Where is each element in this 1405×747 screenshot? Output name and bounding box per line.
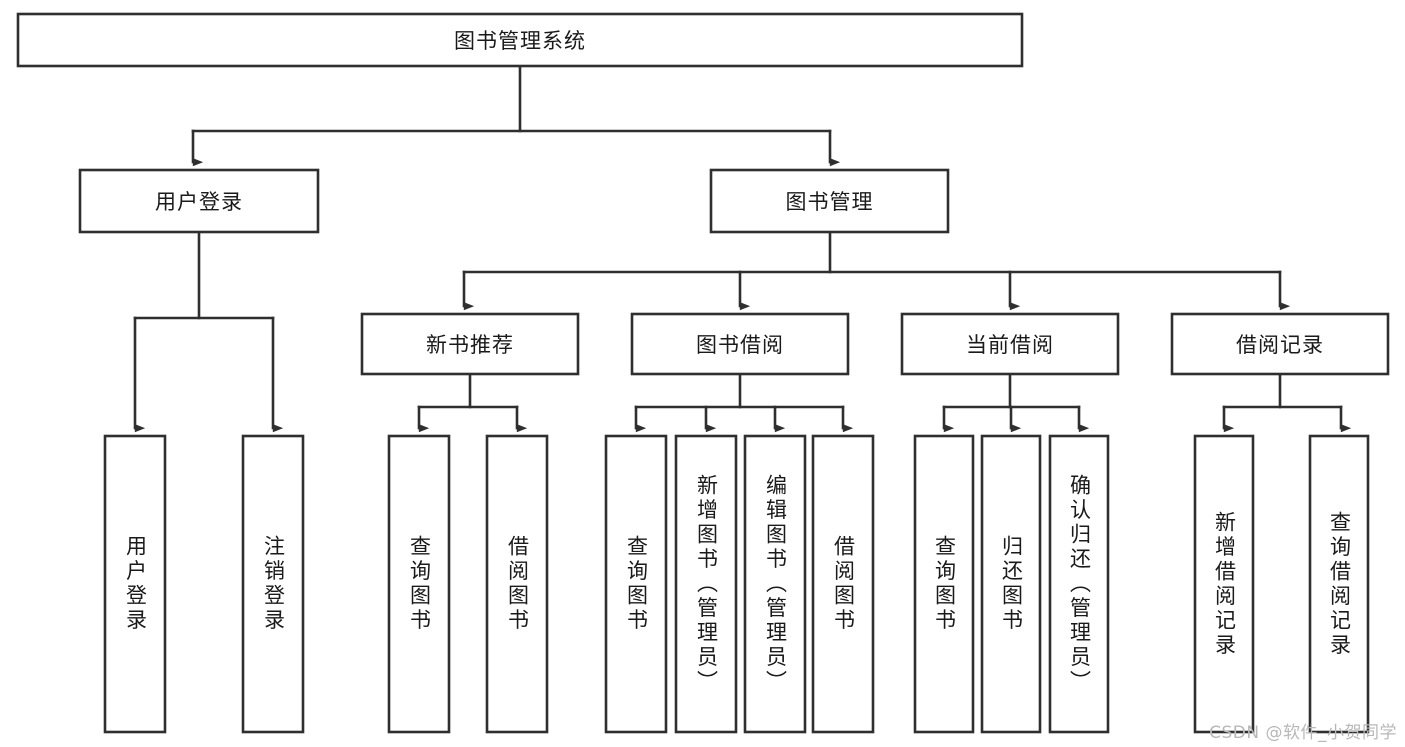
node-box-leaf-add-record[interactable] (1193, 434, 1255, 734)
node-box-leaf-return-book[interactable] (980, 434, 1042, 734)
node-box-leaf-query-record[interactable] (1308, 434, 1370, 734)
node-box-new-book-rec[interactable] (360, 312, 580, 376)
node-box-root[interactable] (16, 12, 1024, 68)
node-box-leaf-query-book-1[interactable] (387, 434, 451, 734)
connector-group-borrow-record (1222, 372, 1352, 433)
node-box-borrow-record[interactable] (1170, 312, 1390, 376)
node-box-book-borrow[interactable] (630, 312, 850, 376)
connector-group-user-login (133, 230, 284, 433)
node-box-user-login[interactable] (78, 168, 320, 234)
node-box-leaf-borrow-book-2[interactable] (811, 434, 875, 734)
connector-group-current-borrow (942, 372, 1090, 433)
csdn-watermark: CSDN @软件_小贺同学 (1209, 723, 1397, 743)
node-box-book-manage[interactable] (709, 168, 950, 234)
connector-group-new-book-rec (417, 372, 528, 433)
node-box-leaf-confirm-return[interactable] (1048, 434, 1110, 734)
node-box-leaf-query-book-2[interactable] (604, 434, 668, 734)
node-box-leaf-add-book[interactable] (674, 434, 738, 734)
connector-group-root (191, 64, 841, 167)
node-box-leaf-user-login[interactable] (103, 434, 167, 734)
node-box-leaf-query-book-3[interactable] (913, 434, 975, 734)
node-box-leaf-borrow-book-1[interactable] (485, 434, 549, 734)
node-box-leaf-logout[interactable] (241, 434, 305, 734)
connector-group-book-borrow (634, 372, 854, 433)
node-box-current-borrow[interactable] (900, 312, 1120, 376)
connector-group-book-manage (462, 230, 1291, 311)
node-box-leaf-edit-book[interactable] (743, 434, 807, 734)
